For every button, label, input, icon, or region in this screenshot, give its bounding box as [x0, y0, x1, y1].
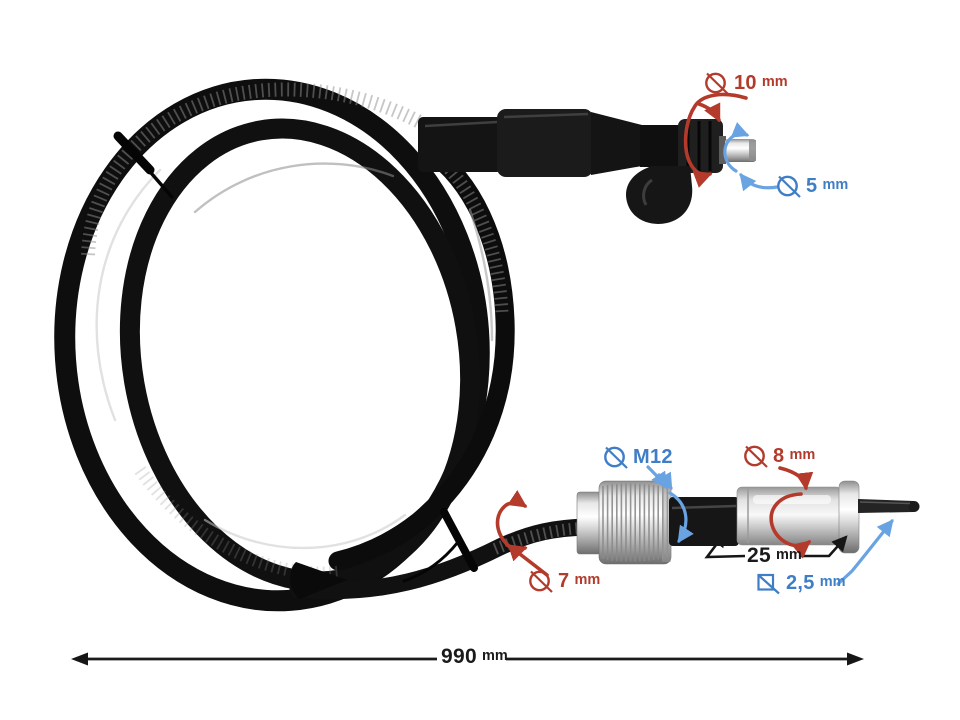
red-diameter-arrows [495, 92, 814, 577]
annotation-unit: mm [761, 74, 788, 91]
annotation-value: 10 [734, 71, 757, 94]
diameter-symbol-icon [744, 445, 768, 468]
inner-cable-pin [725, 139, 756, 162]
diameter-symbol-icon [604, 446, 628, 469]
annotation-unit: mm [574, 572, 601, 589]
cable-highlights [95, 162, 494, 550]
diameter-symbol-icon [705, 72, 729, 95]
annotation-unit: mm [819, 574, 846, 591]
annotation-ferrule-length: 25 mm [747, 545, 802, 566]
ferrule-flange [838, 480, 860, 554]
annotation-unit: mm [822, 177, 849, 194]
annotation-value: 7 [558, 569, 570, 592]
square-symbol-icon [757, 573, 780, 595]
annotation-value: 8 [773, 444, 785, 467]
annotation-upper-end-diameter: 10 mm [703, 69, 788, 96]
annotation-unit: mm [481, 648, 508, 665]
diameter-symbol-icon [529, 570, 553, 593]
mounting-bracket [626, 166, 693, 224]
zip-ties [113, 131, 478, 583]
annotation-value: 25 [747, 544, 771, 567]
annotation-unit: mm [789, 447, 816, 464]
annotation-value: 5 [806, 174, 818, 197]
annotation-value: M12 [633, 445, 673, 468]
annotation-nut-thread: M12 [602, 443, 678, 470]
cable-coil [54, 78, 595, 612]
annotation-ferrule-diameter: 8 mm [742, 442, 815, 469]
annotation-cable-diameter: 7 mm [527, 567, 600, 594]
blue-diameter-arrows [646, 122, 894, 586]
annotation-square-tip-size: 2,5 mm [755, 569, 846, 596]
annotation-value: 990 [441, 645, 477, 668]
upper-end-fitting [418, 109, 756, 224]
square-drive-tip [858, 499, 914, 513]
diameter-symbol-icon [777, 175, 801, 198]
sheath-end-tail [290, 562, 347, 599]
spiral-wrap-texture [81, 82, 585, 580]
annotation-total-length: 990 mm [441, 646, 508, 667]
annotation-unit: mm [775, 547, 802, 564]
annotation-value: 2,5 [786, 571, 815, 594]
dimension-990mm-line [71, 652, 864, 666]
annotation-upper-tip-diameter: 5 mm [775, 172, 848, 199]
